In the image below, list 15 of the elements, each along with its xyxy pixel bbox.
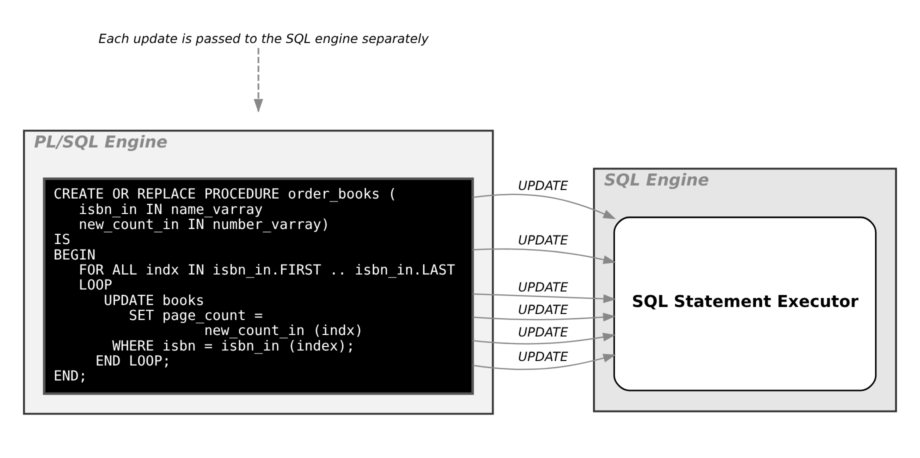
arrow [472, 248, 616, 264]
arrow [472, 293, 616, 304]
arrow [472, 194, 616, 220]
arrow [472, 354, 616, 370]
edge-label: UPDATE [518, 178, 568, 194]
edge-label: UPDATE [518, 232, 568, 248]
arrow [472, 312, 616, 322]
node-box: SQL Statement Executor [613, 216, 877, 392]
arrow [472, 332, 616, 344]
edge-label: UPDATE [518, 302, 568, 317]
edge-label: UPDATE [518, 348, 568, 364]
edge-label: UPDATE [518, 324, 568, 340]
node-text: Each update is passed to the SQL engine separately [98, 30, 429, 46]
node-box: CREATE OR REPLACE PROCEDURE order_books ( isbn_in IN name_varray new_count_in IN number_varray) IS BEGIN FOR ALL indx IN isbn_in.FIRST .. isbn_in.LAST LOOP UPDATE books SET page_count = new_count_in (indx) WHERE isbn = isbn_in (index); END LOOP; END; [42, 178, 474, 395]
edge-label: UPDATE [518, 279, 568, 294]
